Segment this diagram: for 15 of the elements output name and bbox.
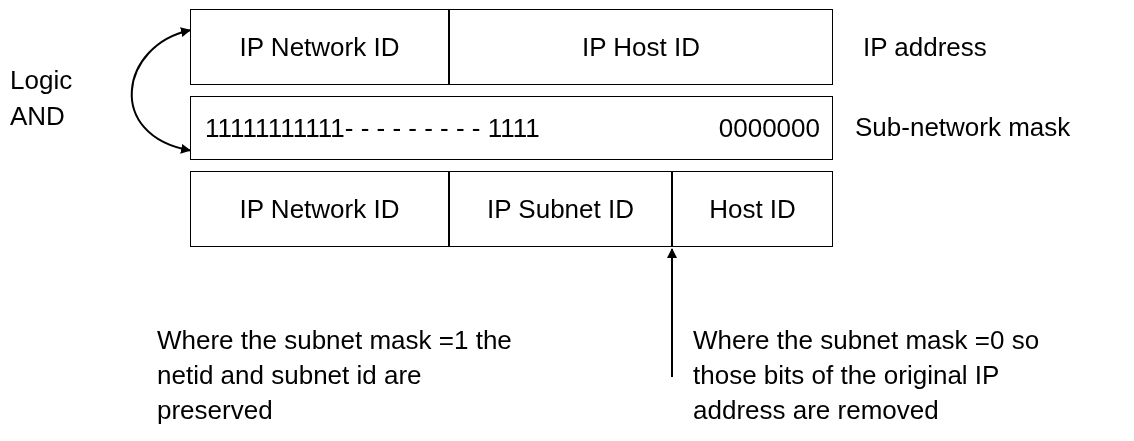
field-cell: IP Network ID <box>190 9 449 85</box>
edge-label: Logic AND <box>10 64 74 133</box>
mask-field-box <box>190 96 833 160</box>
note-text: Where the subnet mask =0 so those bits of the original IP address are removed <box>693 324 1041 427</box>
field-cell: IP Subnet ID <box>449 171 672 247</box>
arrow <box>667 248 677 378</box>
bit-pattern-text: 0000000 <box>718 112 820 144</box>
field-cell: IP Network ID <box>190 171 449 247</box>
note-text: Where the subnet mask =1 the netid and subnet id are preserved <box>157 324 513 427</box>
row-label: Sub-network mask <box>855 111 1071 144</box>
curved-arrow <box>130 28 191 153</box>
bit-pattern-text: 11111111111- - - - - - - - - 1111 <box>205 112 540 144</box>
field-cell: Host ID <box>672 171 833 247</box>
row-label: IP address <box>863 31 987 64</box>
field-cell: IP Host ID <box>449 9 833 85</box>
